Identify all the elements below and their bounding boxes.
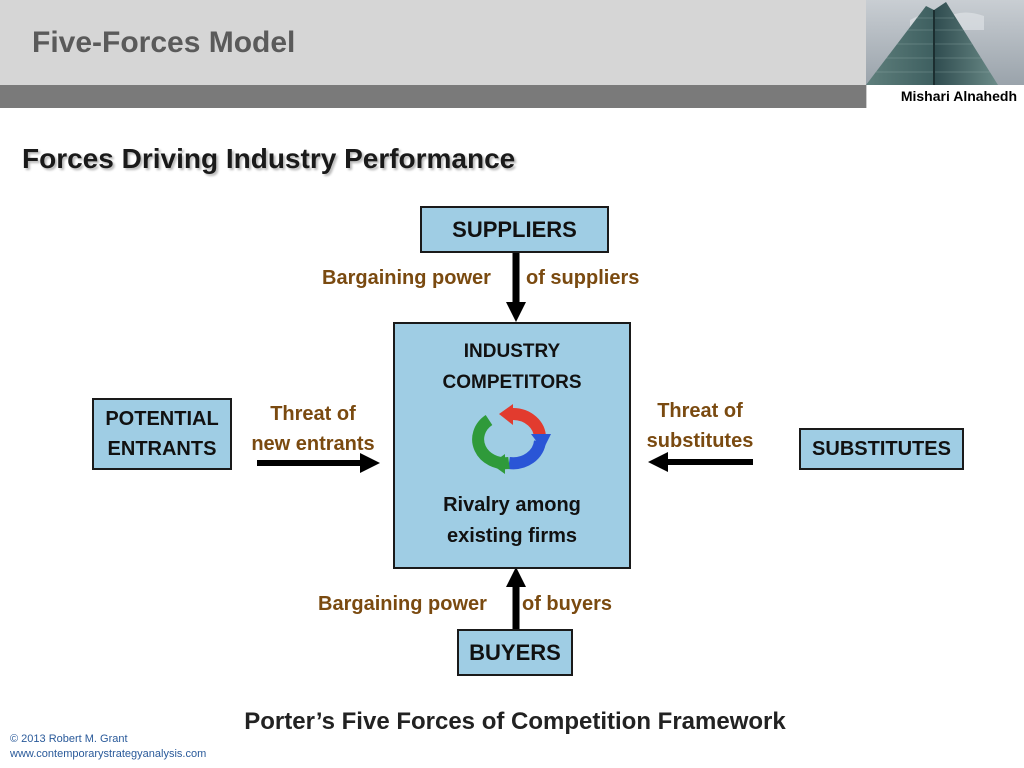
industry-label-line2: COMPETITORS [442,372,582,393]
slide-title: Five-Forces Model [32,26,296,59]
threat-new-entrants-line1: Threat of [270,403,356,425]
framework-caption: Porter’s Five Forces of Competition Fram… [244,708,786,735]
threat-new-entrants-line2: new entrants [251,433,375,455]
section-title: Forces Driving Industry Performance [22,143,516,174]
bargaining-power-buyers-left: Bargaining power [318,593,487,615]
threat-new-entrants-label: Threat of new entrants [240,399,386,459]
author-box: Mishari Alnahedh [866,85,1024,108]
building-photo [866,0,1024,85]
website-line: www.contemporarystrategyanalysis.com [10,748,207,760]
copyright-notice: © 2013 Robert M. Grant www.contemporarys… [10,732,206,762]
header-band [0,0,866,85]
rivalry-label-line1: Rivalry among [443,494,581,516]
bargaining-power-suppliers-right: of suppliers [526,267,640,289]
potential-entrants-box: POTENTIAL ENTRANTS [92,398,232,470]
potential-entrants-label-line2: ENTRANTS [107,438,217,460]
threat-substitutes-label: Threat of substitutes [634,396,766,456]
substitutes-label: SUBSTITUTES [812,437,951,460]
industry-label-line1: INDUSTRY [463,341,561,362]
substitutes-box: SUBSTITUTES [799,428,964,470]
suppliers-box: SUPPLIERS [420,206,609,253]
rivalry-label: Rivalry among existing firms [395,490,629,552]
copyright-line: © 2013 Robert M. Grant [10,733,128,745]
buyers-box: BUYERS [457,629,573,676]
industry-competitors-box: INDUSTRY COMPETITORS Rivalry among exist… [393,322,631,569]
suppliers-label: SUPPLIERS [452,216,577,242]
buyers-label: BUYERS [469,639,561,665]
rivalry-cycle-icon [472,404,551,474]
bargaining-power-buyers-right: of buyers [522,593,613,615]
threat-substitutes-line2: substitutes [646,430,754,452]
header-strip [0,85,866,108]
rivalry-label-line2: existing firms [446,525,578,547]
industry-competitors-label: INDUSTRY COMPETITORS [395,336,629,398]
author-name: Mishari Alnahedh [900,88,1017,104]
threat-substitutes-line1: Threat of [657,400,743,422]
potential-entrants-label-line1: POTENTIAL [105,408,219,430]
bargaining-power-suppliers-left: Bargaining power [322,267,491,289]
